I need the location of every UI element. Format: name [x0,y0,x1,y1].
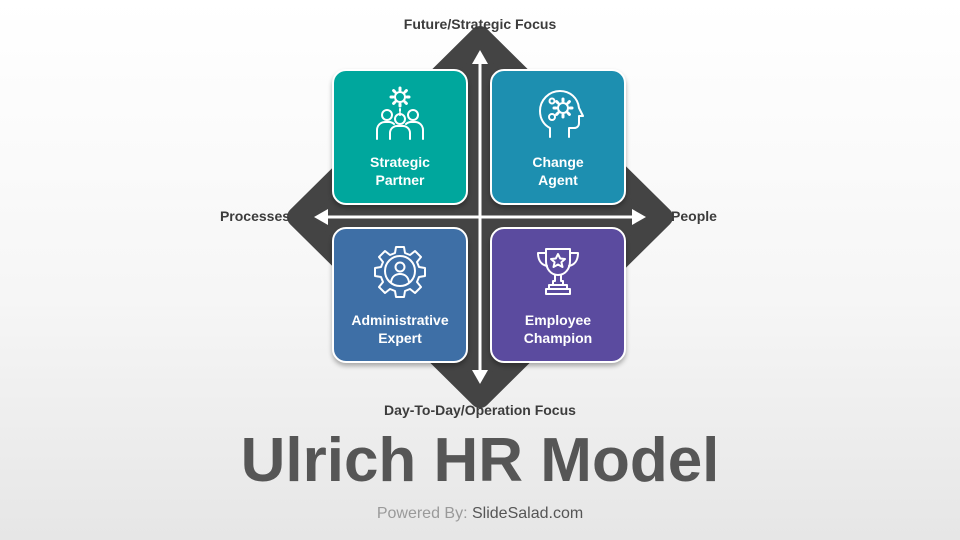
quadrant-label-line1: Change [532,154,584,170]
axis-label-top: Future/Strategic Focus [403,16,557,32]
head-gears-icon [539,90,584,138]
quadrant-label-line1: Administrative [351,312,449,328]
quadrant-label-line1: Strategic [370,154,430,170]
footer-prefix: Powered By: [376,505,468,522]
quadrant-label-line2: Partner [375,172,425,188]
axis-label-left: Processes [219,208,291,224]
quadrant-employee-champion: Employee Champion [490,227,626,363]
quadrant-label: Administrative Expert [338,311,462,347]
quadrant-label-line2: Champion [523,330,593,346]
axis-label-bottom: Day-To-Day/Operation Focus [384,402,576,418]
page-title: Ulrich HR Model [240,426,720,495]
axis-label-right: People [671,208,717,224]
quadrant-label: Change Agent [496,153,620,189]
quadrant-strategic-partner: Strategic Partner [332,69,468,205]
quadrant-administrative-expert: Administrative Expert [332,227,468,363]
quadrant-label-line1: Employee [524,312,592,328]
gear-person-icon [374,246,426,298]
quadrant-label: Strategic Partner [338,153,462,189]
trophy-star-icon [537,248,579,295]
quadrant-label-line2: Expert [378,330,422,346]
horizontal-arrow [314,209,646,225]
quadrant-label: Employee Champion [496,311,620,347]
team-gear-icon [376,86,424,140]
footer-brand-link[interactable]: SlideSalad.com [472,505,584,522]
quadrant-change-agent: Change Agent [490,69,626,205]
quadrant-label-line2: Agent [538,172,578,188]
footer-credit: Powered By: SlideSalad.com [0,505,960,523]
